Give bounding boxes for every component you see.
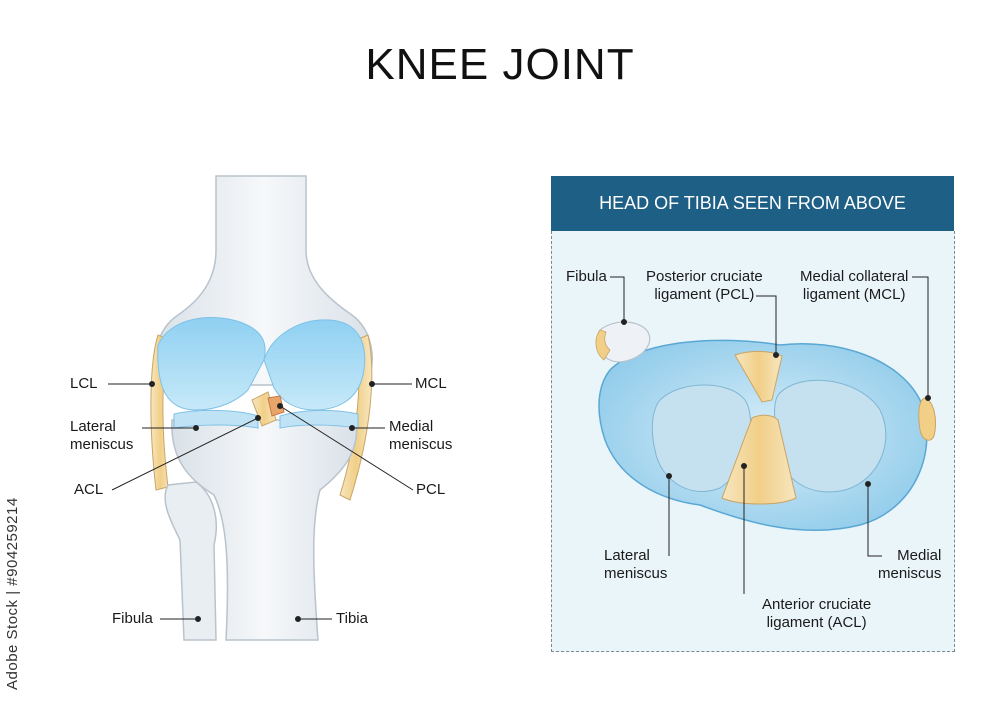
lateral-plateau-inner <box>651 384 752 493</box>
label-lcl: LCL <box>70 375 98 392</box>
acl-top-ligament <box>721 414 797 505</box>
label-lateral-meniscus-front: Lateral meniscus <box>70 418 134 453</box>
label-acl-top: Anterior cruciate ligament (ACL) <box>762 596 872 631</box>
lateral-meniscus-front <box>173 409 259 429</box>
label-medial-meniscus-front: Medial meniscus <box>389 418 453 453</box>
label-tibia: Tibia <box>336 610 368 627</box>
femoral-cartilage <box>157 316 266 411</box>
label-fibula-top: Fibula <box>566 268 607 285</box>
pcl-top-ligament <box>734 350 783 403</box>
fibula-ligament <box>595 329 611 361</box>
femoral-cartilage-medial <box>263 319 366 411</box>
mcl-attachment <box>918 397 937 441</box>
pcl-ligament <box>267 395 285 417</box>
label-medial-meniscus-top: Medial meniscus <box>878 547 942 582</box>
label-acl: ACL <box>74 481 104 498</box>
page-title: KNEE JOINT <box>365 40 635 89</box>
label-lateral-meniscus-top: Lateral meniscus <box>604 547 668 582</box>
label-pcl: PCL <box>416 481 446 498</box>
label-fibula-front: Fibula <box>112 610 153 627</box>
label-pcl-top: Posterior cruciate ligament (PCL) <box>646 268 763 303</box>
label-mcl: MCL <box>415 375 447 392</box>
label-mcl-top: Medial collateral ligament (MCL) <box>800 268 909 303</box>
stock-id: Adobe Stock | #904259214 <box>4 497 21 690</box>
fibula-bone <box>164 481 217 641</box>
panel-header: HEAD OF TIBIA SEEN FROM ABOVE <box>551 176 954 231</box>
